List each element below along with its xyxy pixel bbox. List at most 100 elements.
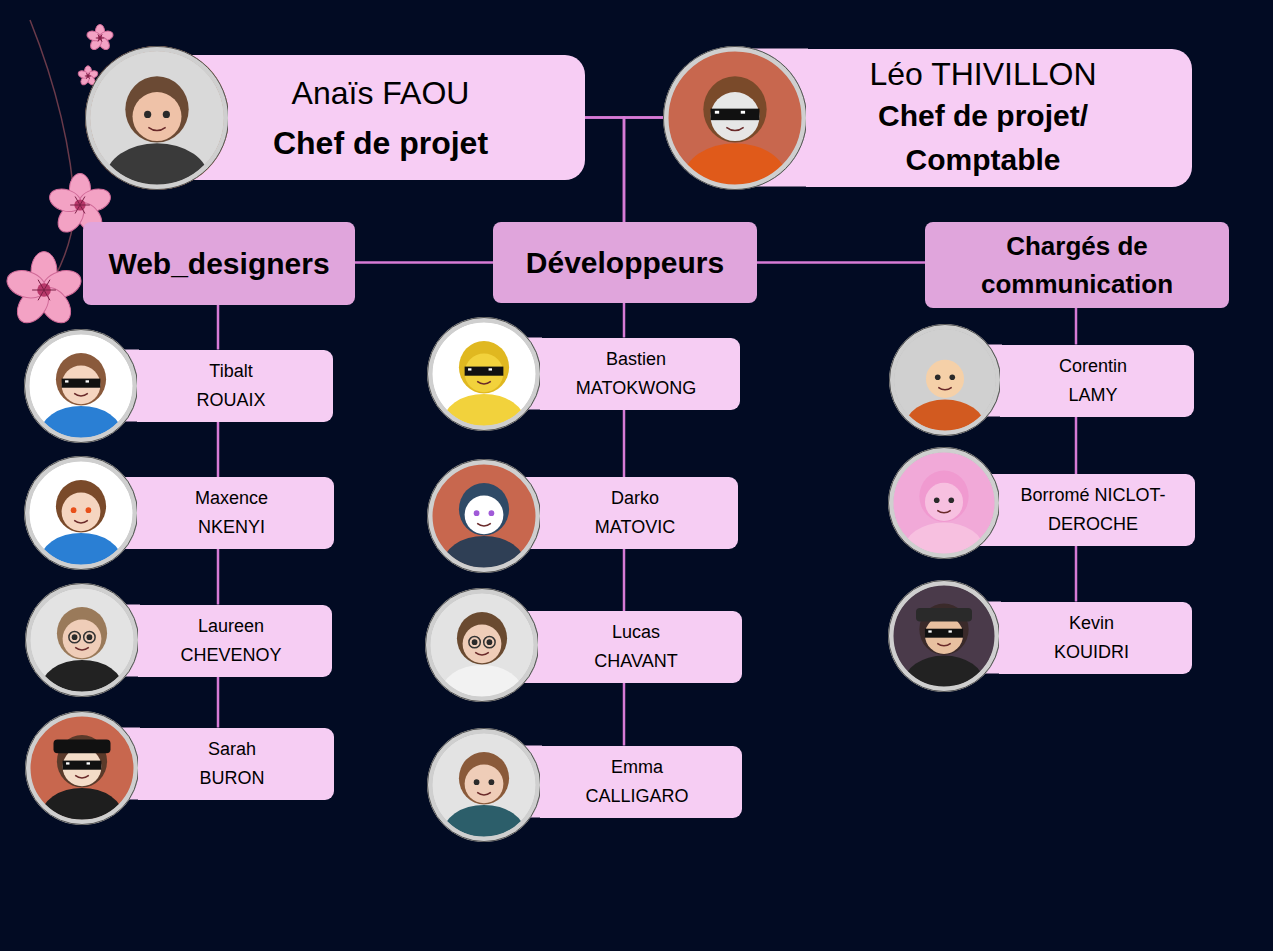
group-title: Web_designers [108, 246, 329, 282]
illustration-part [925, 483, 963, 521]
illustration-part [80, 197, 85, 205]
illustration-part [463, 624, 502, 663]
member-name: Bastien MATOKWONG [574, 345, 699, 403]
connector-line [217, 549, 220, 605]
avatar [889, 324, 1001, 456]
illustration-part [664, 47, 807, 190]
illustration-part [489, 368, 492, 370]
illustration-part [28, 714, 136, 822]
illustration-part [63, 619, 102, 658]
avatar [25, 711, 139, 845]
member-box: Maxence NKENYI [137, 477, 334, 549]
member-name: Tibalt ROUAIX [194, 357, 268, 415]
group-box: Développeurs [493, 222, 757, 303]
group-title: Développeurs [526, 245, 724, 281]
illustration-part [426, 589, 539, 702]
illustration-part [475, 652, 489, 655]
member-box: Darko MATOVIC [540, 477, 738, 549]
person-name: Anaïs FAOU [292, 74, 470, 112]
illustration-part [487, 639, 493, 645]
flower [3, 252, 84, 329]
illustration-part [38, 290, 44, 300]
member-name: Kevin KOUIDRI [1052, 609, 1132, 667]
avatar [425, 588, 539, 722]
member-name: Sarah BURON [197, 735, 267, 793]
connector-line [585, 118, 624, 223]
illustration-part [44, 290, 50, 300]
illustration-part [74, 393, 88, 396]
illustration-part [430, 462, 538, 570]
illustration-part [80, 205, 85, 213]
illustration-part [87, 634, 93, 640]
illustration-part [86, 29, 102, 42]
member-box: Bastien MATOKWONG [540, 338, 740, 410]
illustration-part [888, 580, 1000, 712]
avatar [24, 329, 138, 463]
illustration-part [726, 127, 743, 130]
connector-line [757, 261, 925, 264]
illustration-part [890, 325, 1001, 436]
illustration-part [25, 457, 138, 570]
illustration-part [937, 510, 950, 513]
illustration-part [935, 374, 941, 380]
illustration-part [425, 588, 539, 722]
group-title: Chargés de communication [942, 227, 1212, 303]
illustration-part [468, 368, 471, 370]
flower [86, 24, 115, 51]
illustration-part [741, 111, 745, 114]
illustration-part [87, 762, 90, 764]
illustration-part [62, 379, 101, 388]
role-title: Chef de projet/ Comptable [833, 94, 1133, 182]
illustration-part [474, 510, 480, 516]
illustration-part [919, 471, 968, 523]
member-name: Emma CALLIGARO [583, 753, 691, 811]
member-box: Lucas CHAVANT [538, 611, 742, 683]
illustration-part [925, 616, 963, 654]
illustration-part [891, 583, 997, 689]
illustration-part [62, 365, 101, 404]
illustration-part [74, 520, 88, 523]
illustration-part [427, 459, 541, 593]
illustration-part [38, 280, 44, 290]
illustration-part [125, 76, 188, 142]
illustration-part [100, 38, 102, 42]
illustration-part [70, 205, 80, 206]
illustration-part [430, 731, 538, 839]
illustration-part [144, 111, 151, 118]
illustration-part [98, 38, 100, 42]
connector-line [355, 261, 493, 264]
connector-line [1075, 546, 1078, 602]
illustration-part [85, 46, 229, 215]
person-name: Léo THIVILLON [869, 54, 1096, 94]
illustration-part [75, 197, 80, 205]
illustration-part [711, 92, 760, 141]
illustration-part [925, 629, 963, 638]
illustration-part [711, 109, 760, 121]
member-name: Maxence NKENYI [193, 484, 271, 542]
avatar [663, 46, 807, 215]
illustration-part [889, 448, 1000, 559]
illustration-part [44, 280, 50, 290]
illustration-part [937, 643, 950, 646]
avatar [888, 447, 1000, 579]
illustration-part [465, 495, 504, 534]
illustration-part [459, 341, 509, 393]
avatar [427, 728, 541, 862]
illustration-part [916, 608, 972, 621]
avatar [427, 317, 541, 451]
illustration-part [428, 460, 541, 573]
illustration-part [72, 634, 78, 640]
illustration-part [27, 459, 135, 567]
illustration-part [27, 332, 135, 440]
illustration-part [666, 49, 804, 187]
illustration-part [69, 631, 80, 642]
illustration-part [889, 581, 1000, 692]
member-box: Sarah BURON [138, 728, 334, 800]
connector-line [623, 549, 626, 611]
illustration-part [949, 374, 955, 380]
illustration-part [428, 591, 536, 699]
connector-line [217, 305, 220, 350]
member-name: Corentin LAMY [1057, 352, 1130, 410]
illustration-part [25, 583, 139, 717]
